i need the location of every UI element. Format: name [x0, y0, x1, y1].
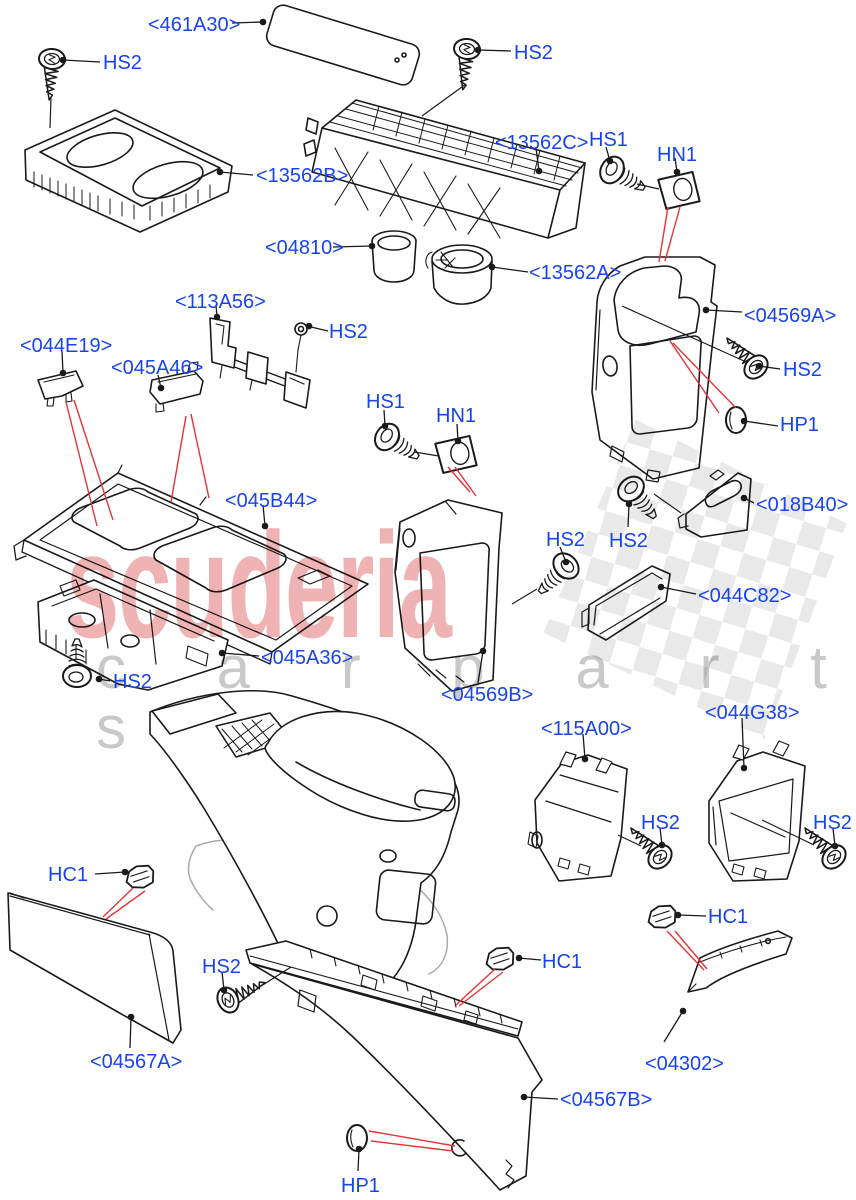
part-label-115A00[interactable]: <115A00>: [541, 718, 632, 740]
part-label-HS1[interactable]: HS1: [589, 129, 628, 151]
part-label-04569A[interactable]: <04569A>: [744, 305, 837, 327]
part-label-HN1[interactable]: HN1: [657, 144, 698, 166]
part-04302-trim: [687, 930, 793, 993]
screw-hs2-top-left: [35, 47, 67, 102]
part-label-044E19[interactable]: <044E19>: [20, 335, 113, 357]
part-label-HC1[interactable]: HC1: [48, 864, 89, 886]
part-label-045B44[interactable]: <045B44>: [225, 490, 318, 512]
screw-hs1-upper-right: [594, 151, 653, 202]
part-label-04567A[interactable]: <04567A>: [90, 1051, 183, 1073]
part-label-044C82[interactable]: <044C82>: [698, 585, 792, 607]
part-13562B-tray: [24, 109, 233, 233]
part-label-HC1[interactable]: HC1: [708, 906, 749, 928]
part-label-461A30[interactable]: <461A30>: [148, 14, 241, 36]
console-body: [149, 690, 460, 1005]
part-label-13562A[interactable]: <13562A>: [529, 262, 622, 284]
part-label-HN1[interactable]: HN1: [436, 405, 477, 427]
nut-hn1-upper-right: [656, 170, 702, 211]
part-label-045A46[interactable]: <045A46>: [111, 357, 204, 379]
part-label-HC1[interactable]: HC1: [542, 951, 583, 973]
part-label-045A36[interactable]: <045A36>: [261, 647, 354, 669]
part-label-HS2[interactable]: HS2: [113, 671, 152, 693]
part-label-HS2[interactable]: HS2: [329, 321, 368, 343]
part-045A36-tray: [37, 579, 229, 691]
screw-hs2-center-right: [612, 470, 667, 528]
part-label-HS2[interactable]: HS2: [546, 529, 585, 551]
clip-hc1-right: [645, 903, 679, 931]
part-label-HS1[interactable]: HS1: [366, 391, 405, 413]
red-pointer-lines: [65, 206, 737, 1152]
part-label-HS2[interactable]: HS2: [202, 956, 241, 978]
part-label-04302[interactable]: <04302>: [645, 1053, 724, 1075]
part-044E19-clip: [37, 370, 84, 407]
part-115A00-bracket: [527, 751, 628, 882]
clip-hc1-left: [123, 863, 157, 891]
clip-hc1-middle: [483, 945, 517, 973]
part-label-04567B[interactable]: <04567B>: [560, 1089, 653, 1111]
screw-hs2-right: [716, 327, 774, 385]
part-label-113A56[interactable]: <113A56>: [175, 291, 266, 313]
part-label-HS2[interactable]: HS2: [514, 42, 553, 64]
part-04567A-side-panel: [7, 892, 182, 1044]
part-label-HS2[interactable]: HS2: [609, 530, 648, 552]
part-13562A-cupholder: [425, 244, 493, 305]
part-label-13562B[interactable]: <13562B>: [256, 165, 349, 187]
part-label-04569B[interactable]: <04569B>: [441, 684, 534, 706]
part-04569B-panel: [394, 499, 503, 692]
part-label-HP1[interactable]: HP1: [341, 1175, 380, 1197]
part-label-018B40[interactable]: <018B40>: [756, 494, 849, 516]
part-113A56-bracket: [209, 317, 311, 409]
part-label-13562C[interactable]: <13562C>: [495, 132, 589, 154]
screw-hs1-middle: [369, 418, 427, 470]
part-04567B-trim: [245, 940, 543, 1191]
part-label-04810[interactable]: <04810>: [265, 237, 344, 259]
part-044C82-lid: [581, 565, 671, 641]
part-461A30-mat: [265, 4, 421, 86]
part-044G38-bracket: [708, 740, 806, 882]
part-label-HS2[interactable]: HS2: [783, 359, 822, 381]
screw-hs2-center-left: [528, 547, 585, 604]
part-label-HP1[interactable]: HP1: [780, 414, 819, 436]
part-label-HS2[interactable]: HS2: [103, 52, 142, 74]
part-018B40-bracket: [677, 469, 752, 538]
part-045B44-frame: [13, 464, 369, 665]
part-045A46-clip: [149, 361, 204, 413]
screw-hs2-top-middle: [448, 36, 482, 93]
part-04810-cup: [371, 230, 417, 283]
part-label-HS2[interactable]: HS2: [641, 812, 680, 834]
part-13562C-frame: [303, 99, 586, 239]
part-label-HS2[interactable]: HS2: [813, 812, 852, 834]
part-label-044G38[interactable]: <044G38>: [705, 702, 800, 724]
